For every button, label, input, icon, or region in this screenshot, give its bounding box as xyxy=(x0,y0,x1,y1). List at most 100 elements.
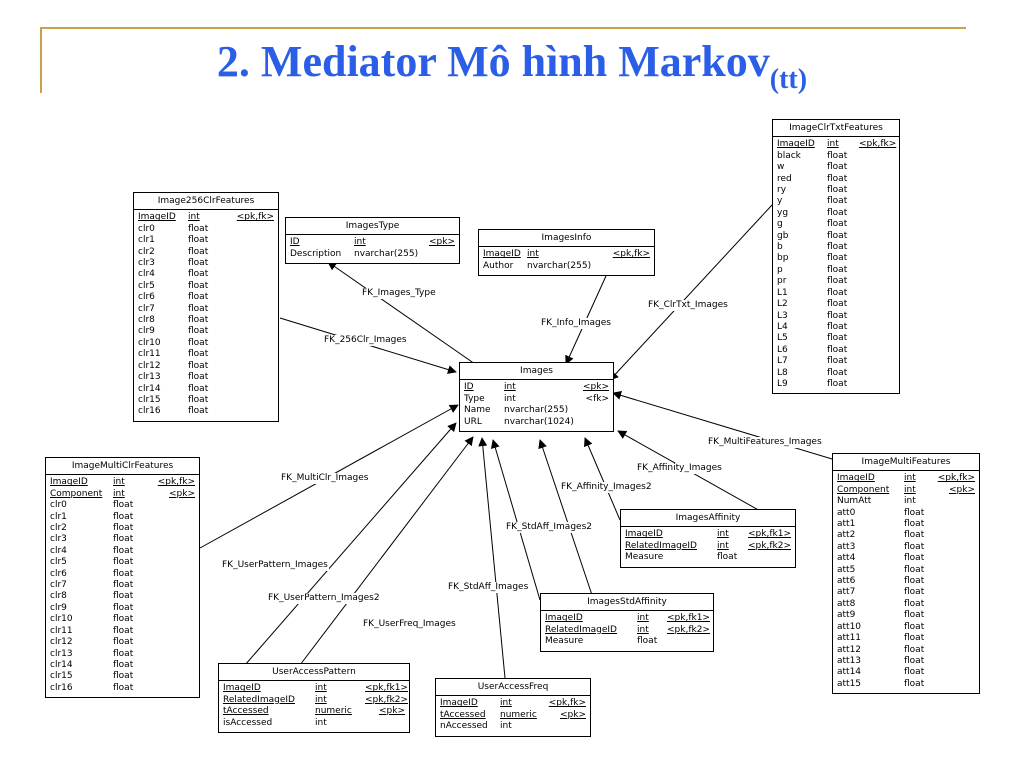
column-name: clr8 xyxy=(138,315,155,326)
column-type: float xyxy=(827,378,848,389)
column-name: att13 xyxy=(837,655,862,666)
column-type: float xyxy=(827,321,848,332)
column-type: nvarchar(1024) xyxy=(504,416,574,427)
column-key xyxy=(224,395,274,406)
column-type: float xyxy=(827,253,848,264)
column-key xyxy=(224,406,274,417)
column-name: clr13 xyxy=(50,648,73,659)
column-key xyxy=(145,557,195,568)
column-key xyxy=(224,281,274,292)
column-type: int xyxy=(504,393,516,404)
link-multifeatures-images xyxy=(612,391,843,463)
column-key xyxy=(859,253,895,264)
column-key xyxy=(224,224,274,235)
link-affinity-images2 xyxy=(584,437,621,521)
column-key xyxy=(859,265,895,276)
column-type: float xyxy=(827,333,848,344)
column-type: int xyxy=(637,624,649,635)
column-key xyxy=(224,315,274,326)
column-type: int xyxy=(904,484,916,495)
label-fk-affinity-images2: FK_Affinity_Images2 xyxy=(560,482,653,493)
column-key xyxy=(859,333,895,344)
column-name: L8 xyxy=(777,367,788,378)
label-fk-images-type: FK_Images_Type xyxy=(361,288,437,299)
column-name: att7 xyxy=(837,587,856,598)
column-key: <pk,fk> xyxy=(859,139,897,150)
column-name: clr15 xyxy=(50,671,73,682)
column-key xyxy=(145,603,195,614)
column-key xyxy=(936,587,975,598)
column-name: Component xyxy=(50,488,103,499)
column-name: tAccessed xyxy=(223,706,269,717)
column-key: <pk,fk> xyxy=(937,473,975,484)
column-type: int xyxy=(827,139,839,150)
column-key xyxy=(224,361,274,372)
column-type: float xyxy=(904,633,925,644)
column-type: float xyxy=(113,671,134,682)
column-name: Author xyxy=(483,260,514,271)
column-key xyxy=(574,405,609,416)
column-type: float xyxy=(113,511,134,522)
entity-title: Image256ClrFeatures xyxy=(134,193,278,211)
column-name: clr10 xyxy=(50,614,73,625)
column-type: float xyxy=(188,269,209,280)
column-key xyxy=(224,247,274,258)
entity-title: ImageMultiFeatures xyxy=(833,454,979,472)
column-name: clr10 xyxy=(138,337,161,348)
link-stdaff-images2 xyxy=(538,439,593,596)
column-type: float xyxy=(188,246,209,257)
column-type: float xyxy=(188,383,209,394)
column-key xyxy=(936,633,975,644)
column-type: int xyxy=(500,698,512,709)
column-name: att3 xyxy=(837,541,856,552)
column-key xyxy=(224,292,274,303)
column-type: float xyxy=(904,507,925,518)
column-type: float xyxy=(188,406,209,417)
column-name: clr1 xyxy=(138,235,155,246)
column-key xyxy=(936,530,975,541)
column-name: att14 xyxy=(837,667,862,678)
column-name: att12 xyxy=(837,644,862,655)
link-stdaff-images xyxy=(490,439,541,601)
column-key xyxy=(145,649,195,660)
column-name: ImageID xyxy=(545,613,583,624)
column-type: float xyxy=(113,500,134,511)
column-key xyxy=(145,637,195,648)
column-name: y xyxy=(777,196,783,207)
column-type: float xyxy=(827,242,848,253)
column-key xyxy=(424,249,455,260)
column-name: att11 xyxy=(837,633,862,644)
column-key: <pk> xyxy=(582,382,609,393)
column-key xyxy=(936,542,975,553)
entity-title: ImagesAffinity xyxy=(621,510,795,528)
column-type: float xyxy=(904,667,925,678)
column-type: float xyxy=(827,356,848,367)
column-type: float xyxy=(188,292,209,303)
column-type: int xyxy=(315,694,327,705)
